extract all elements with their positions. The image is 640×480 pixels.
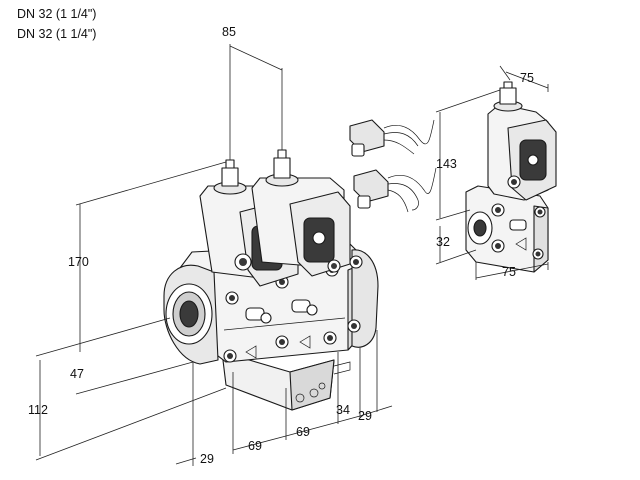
dim-143: 143 [436, 157, 457, 171]
dim-32: 32 [436, 235, 450, 249]
dim-47: 47 [70, 367, 84, 381]
dim-69-right: 69 [296, 425, 310, 439]
dim-85: 85 [222, 25, 236, 39]
double-valve-assembly [163, 149, 379, 411]
dim-112: 112 [28, 403, 48, 417]
header-line-2: DN 32 (1 1/4") [17, 27, 97, 41]
dim-29-right: 29 [358, 409, 372, 423]
single-valve [465, 81, 557, 273]
dimension-lines [35, 44, 549, 466]
dim-75-bottom: 75 [502, 265, 516, 279]
dim-29-bottom: 29 [200, 452, 214, 466]
dim-170: 170 [68, 255, 89, 269]
header-line-1: DN 32 (1 1/4") [17, 7, 97, 21]
cable-connectors [349, 119, 437, 213]
dim-34: 34 [336, 403, 350, 417]
dim-69-left: 69 [248, 439, 262, 453]
dim-75-top: 75 [520, 71, 534, 85]
